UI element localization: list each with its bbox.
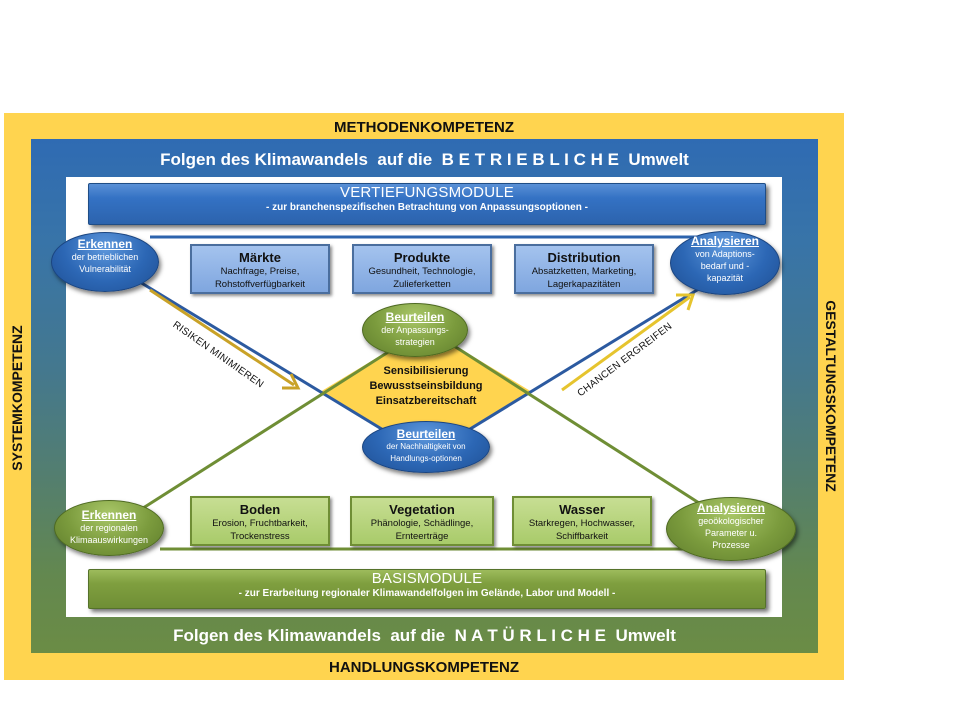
ellipse-line: geoökologischer [698,516,764,526]
box-line: Erosion, Fruchtbarkeit, [212,518,308,529]
ellipse-title: Erkennen [77,237,133,251]
box-produkte: Produkte Gesundheit, Technologie, Zulief… [352,244,492,294]
module-title: VERTIEFUNGSMODULE [340,184,514,201]
ellipse-line: Vulnerabilität [79,264,131,274]
box-line: Starkregen, Hochwasser, [528,518,636,529]
ellipse-line: von Adaptions- [695,249,755,259]
ellipse-line: bedarf und - [700,261,750,271]
center-line: Einsatzbereitschaft [375,395,477,407]
box-distribution: Distribution Absatzketten, Marketing, La… [514,244,654,294]
box-vegetation: Vegetation Phänologie, Schädlinge, Ernte… [350,496,494,546]
ellipse-erkennen-klimaauswirkungen: Erkennen der regionalen Klimaauswirkunge… [54,500,164,556]
module-title: BASISMODULE [371,570,483,587]
ellipse-line: strategien [395,337,435,347]
competence-top: METHODENKOMPETENZ [334,119,514,136]
box-title: Distribution [547,250,621,265]
arrow-chancen [561,293,696,392]
ellipse-line: der regionalen [80,523,138,533]
center-text: Sensibilisierung Bewusstseinsbildung Ein… [346,364,506,409]
ellipse-title: Analysieren [690,234,760,248]
center-line: Sensibilisierung [383,365,469,377]
box-line: Nachfrage, Preise, [220,266,300,277]
competence-bottom: HANDLUNGSKOMPETENZ [329,659,519,676]
green-line-right [425,326,711,512]
ellipse-beurteilen-nachhaltigkeit: Beurteilen der Nachhaltigkeit von Handlu… [362,421,490,473]
ellipse-line: Parameter u. [704,528,758,538]
ellipse-analysieren-geooekologisch: Analysieren geoökologischer Parameter u.… [666,497,796,561]
box-title: Märkte [239,250,281,265]
ellipse-erkennen-vulnerabilitaet: Erkennen der betrieblichen Vulnerabilitä… [51,232,159,292]
title-natural-environment: Folgen des Klimawandels auf die N A T Ü … [173,626,676,645]
box-line: Schiffbarkeit [555,531,609,542]
vertiefungsmodule-banner: VERTIEFUNGSMODULE - zur branchenspezifis… [88,183,766,225]
ellipse-title: Analysieren [696,501,766,515]
module-subtitle: - zur Erarbeitung regionaler Klimawandel… [238,588,616,599]
ellipse-line: Handlungs-optionen [390,454,462,463]
box-line: Absatzketten, Marketing, [531,266,637,277]
box-line: Zulieferketten [393,279,451,290]
box-line: Gesundheit, Technologie, [368,266,476,277]
module-subtitle: - zur branchenspezifischen Betrachtung v… [266,202,588,213]
ellipse-line: Klimaauswirkungen [69,535,149,545]
ellipse-line: Prozesse [712,540,750,550]
ellipse-line: der Anpassungs- [381,325,449,335]
box-line: Rohstoffverfügbarkeit [214,279,306,290]
ellipse-analysieren-adaption: Analysieren von Adaptions- bedarf und - … [670,231,780,295]
box-wasser: Wasser Starkregen, Hochwasser, Schiffbar… [512,496,652,546]
box-title: Produkte [393,250,451,265]
ellipse-title: Erkennen [81,508,137,522]
ellipse-title: Beurteilen [385,310,445,324]
basismodule-banner: BASISMODULE - zur Erarbeitung regionaler… [88,569,766,609]
box-title: Vegetation [389,502,455,517]
ellipse-line: der betrieblichen [71,252,139,262]
ellipse-line: kapazität [706,273,744,283]
box-title: Boden [239,502,281,517]
ellipse-beurteilen-anpassung: Beurteilen der Anpassungs- strategien [362,303,468,357]
box-line: Ernteerträge [395,531,449,542]
ellipse-title: Beurteilen [396,427,456,441]
box-boden: Boden Erosion, Fruchtbarkeit, Trockenstr… [190,496,330,546]
blue-line-left [129,274,427,458]
green-line-left [139,326,427,512]
box-line: Lagerkapazitäten [547,279,621,290]
box-line: Trockenstress [230,531,290,542]
arrow-risiken [149,288,301,390]
ellipse-line: der Nachhaltigkeit von [386,442,466,451]
box-line: Phänologie, Schädlinge, [370,518,474,529]
center-line: Bewusstseinsbildung [369,380,483,392]
box-maerkte: Märkte Nachfrage, Preise, Rohstoffverfüg… [190,244,330,294]
box-title: Wasser [559,502,605,517]
title-business-environment: Folgen des Klimawandels auf die B E T R … [160,150,689,169]
blue-line-right [425,274,721,458]
